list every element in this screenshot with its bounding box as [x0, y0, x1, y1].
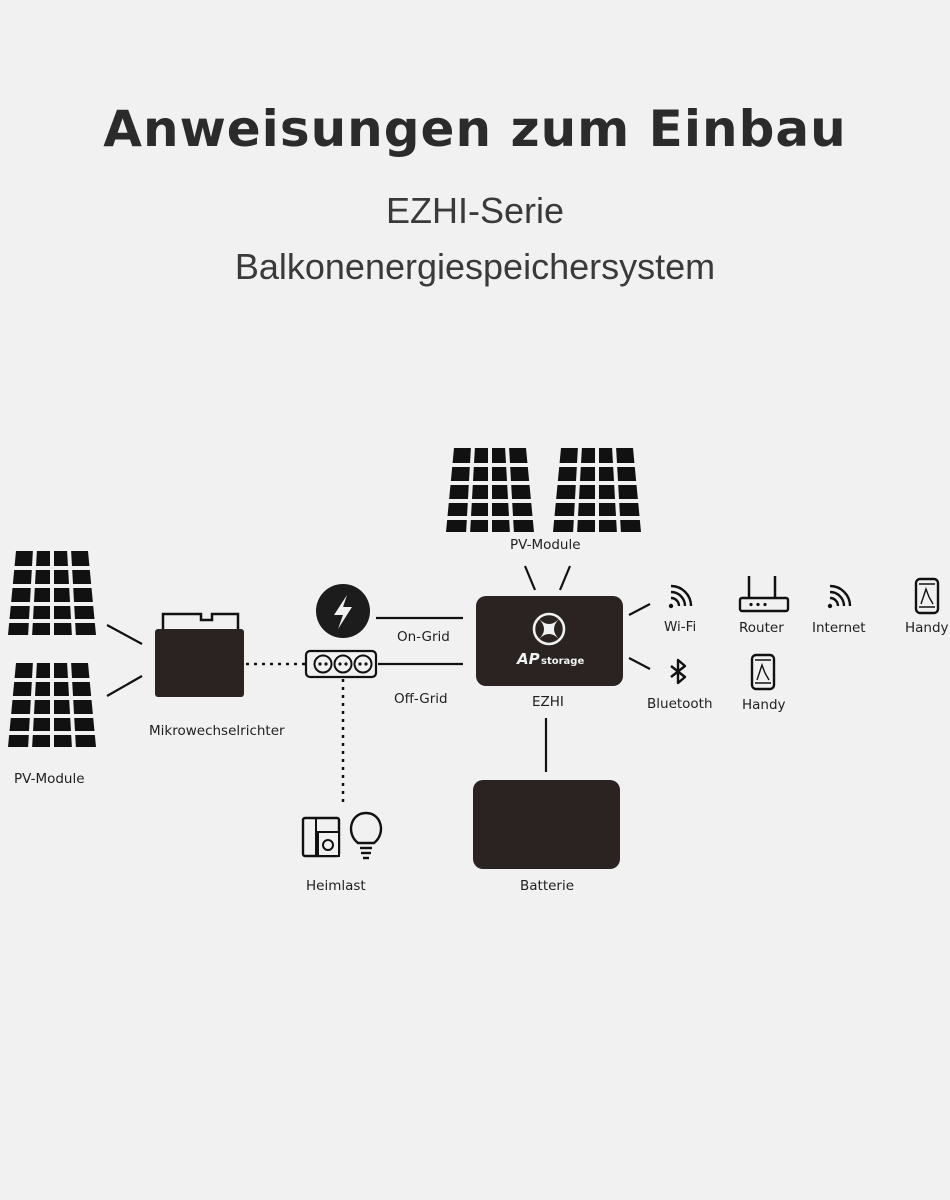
top-panels-to-ezhi-lines: [523, 565, 572, 591]
battery-label: Batterie: [520, 878, 575, 894]
panel-to-inverter-lines: [106, 624, 143, 697]
page-subtitle-system: Balkonenergiespeichersystem: [234, 246, 716, 287]
light-bulb-icon: [349, 811, 383, 860]
pv-modules-left-label: PV-Module: [14, 771, 85, 787]
ezhi-brand-ap: AP: [516, 650, 540, 668]
pv-module-left-top: [4, 547, 100, 639]
grid-lightning-icon: [316, 584, 370, 638]
battery-device: [473, 780, 620, 869]
power-strip-icon: [304, 649, 378, 679]
phone-icon-top: [914, 577, 940, 615]
internet-wifi-icon: [826, 584, 852, 610]
phone-icon-bottom: [750, 653, 776, 691]
pv-module-left-bottom: [4, 659, 100, 751]
wifi-icon: [667, 584, 693, 610]
wifi-label: Wi-Fi: [664, 619, 697, 635]
ezhi-brand-storage: storage: [541, 656, 584, 667]
pv-module-top-right: [549, 444, 645, 536]
ezhi-label: EZHI: [532, 694, 564, 710]
page-title: Anweisungen zum Einbau: [103, 100, 847, 158]
ezhi-to-wifi-line: [628, 603, 651, 616]
pv-modules-top-label: PV-Module: [510, 537, 581, 553]
page-subtitle-series: EZHI-Serie: [385, 190, 565, 231]
ezhi-device: AP storage: [476, 596, 623, 686]
router-icon: [738, 576, 790, 613]
home-load-label: Heimlast: [306, 878, 366, 894]
bluetooth-icon: [670, 658, 687, 685]
home-appliance-icon: [301, 816, 341, 858]
microinverter-device: [155, 612, 244, 697]
on-grid-label: On-Grid: [397, 629, 450, 645]
handy-bottom-label: Handy: [742, 697, 786, 713]
ezhi-to-bluetooth-line: [628, 657, 651, 670]
pv-module-top-left: [442, 444, 538, 536]
bluetooth-label: Bluetooth: [647, 696, 713, 712]
internet-label: Internet: [812, 620, 866, 636]
microinverter-label: Mikrowechselrichter: [149, 723, 285, 739]
off-grid-label: Off-Grid: [394, 691, 448, 707]
router-label: Router: [739, 620, 784, 636]
handy-top-label: Handy: [905, 620, 949, 636]
